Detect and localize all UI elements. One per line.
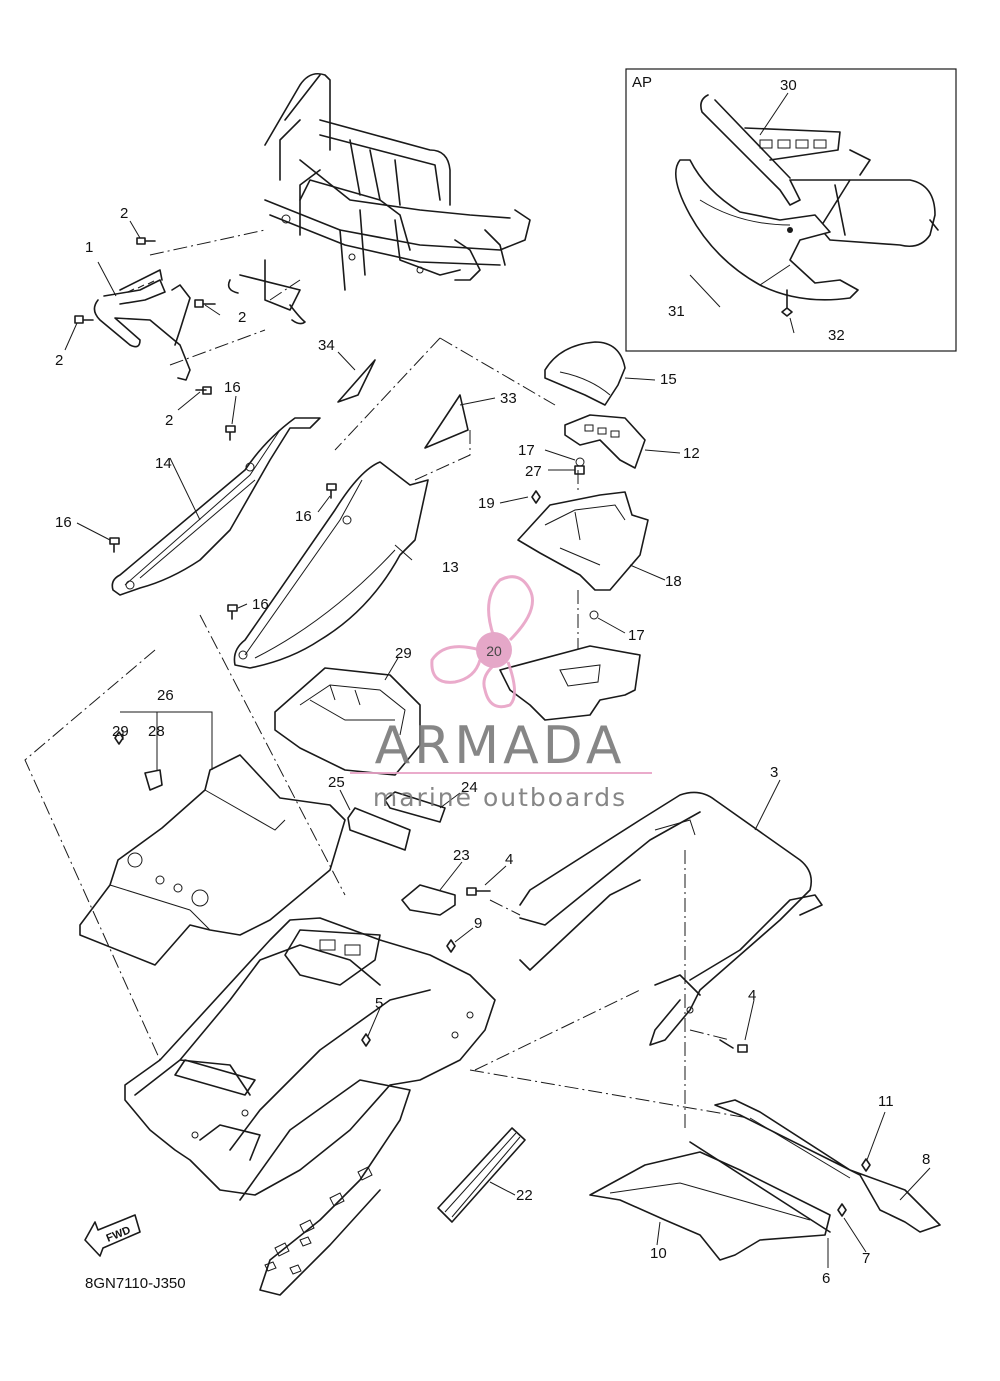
part-21-tread: [437, 1127, 526, 1223]
part-23: [384, 791, 446, 823]
callout-12: 12: [683, 445, 700, 462]
part-10-panel: [714, 1099, 941, 1233]
callout-24: 25: [328, 774, 345, 791]
callout-25: 27: [525, 463, 542, 480]
watermark-tagline: marine outboards: [373, 783, 627, 812]
part-17b: [589, 610, 599, 620]
part-4b: [719, 1039, 748, 1053]
part-1-grab-bar: [93, 269, 191, 381]
drawing-code: 8GN7110-J350: [85, 1275, 186, 1292]
callout-6: 6: [822, 1270, 830, 1287]
inset-ap: AP 30 31 32: [625, 68, 957, 352]
part-26-skid-plate: [79, 754, 346, 966]
callout-23: 24: [461, 779, 478, 796]
callout-5: 5: [375, 995, 383, 1012]
callout-1: 1: [85, 239, 93, 256]
callout-7: 7: [862, 1250, 870, 1267]
main-frame-assembly: [227, 72, 531, 325]
callout-13: 13: [442, 559, 459, 576]
bolts-2: [74, 237, 216, 395]
part-19: [531, 490, 541, 504]
callout-15: 15: [660, 371, 677, 388]
part-6-strip: [689, 1141, 831, 1233]
part-7: [837, 1203, 847, 1217]
callout-22: 23: [453, 847, 470, 864]
callout-16c: 16: [295, 508, 312, 525]
callout-16b: 16: [55, 514, 72, 531]
part-9: [446, 939, 456, 953]
part-17a: [575, 457, 585, 467]
callout-11: 11: [878, 1093, 894, 1110]
watermark-brand: ARMADA: [375, 716, 626, 776]
callout-14: 14: [155, 455, 172, 472]
callout-30: 33: [500, 390, 517, 407]
callout-17b: 17: [628, 627, 645, 644]
part-33-cover: [674, 159, 859, 301]
part-27: [144, 769, 163, 791]
callout-18: 18: [665, 573, 682, 590]
callout-4b: 4: [748, 987, 756, 1004]
part-5: [361, 1033, 371, 1047]
part-11: [861, 1158, 871, 1172]
callout-16d: 16: [252, 596, 269, 613]
callout-16a: 16: [224, 379, 241, 396]
callout-4a: 4: [505, 851, 513, 868]
part-29-box: [274, 667, 421, 776]
fwd-arrow: FWD: [84, 1214, 141, 1257]
callout-2a: 2: [120, 205, 128, 222]
part-15-cap: [544, 341, 626, 406]
part-20-mat: [499, 645, 641, 721]
callout-3: 3: [770, 764, 778, 781]
callout-20: 20: [486, 643, 502, 659]
callout-33: 31: [668, 303, 685, 320]
callout-2c: 2: [238, 309, 246, 326]
callout-17a: 17: [518, 442, 535, 459]
callout-8: 10: [650, 1245, 667, 1262]
part-32-rear-rail: [700, 94, 939, 248]
part-24: [347, 807, 411, 851]
part-8-lower-cover: [589, 1151, 831, 1261]
part-18-tray: [517, 491, 649, 591]
part-13-side-panel: [233, 461, 429, 669]
callout-28: 29: [112, 723, 129, 740]
clips-16: [109, 425, 337, 620]
callout-2b: 2: [55, 352, 63, 369]
callout-21: 22: [516, 1187, 533, 1204]
callout-19: 19: [478, 495, 495, 512]
part-25: [574, 465, 585, 475]
inset-label: AP: [632, 74, 652, 91]
callout-10: 8: [922, 1151, 930, 1168]
callout-26: 26: [157, 687, 174, 704]
lower-chassis: [124, 917, 496, 1296]
callout-29: 29: [395, 645, 412, 662]
part-12-bracket: [564, 414, 646, 469]
part-30: [424, 394, 469, 449]
armada-watermark: 20 ARMADA marine outboards: [350, 575, 652, 812]
callout-34: 32: [828, 327, 845, 344]
callout-2d: 2: [165, 412, 173, 429]
part-31: [337, 359, 376, 403]
callout-32: 30: [780, 77, 797, 94]
part-34-screw: [781, 289, 793, 317]
callout-9: 9: [474, 915, 482, 932]
part-3-rear-rail: [519, 791, 823, 1046]
part-4a: [466, 887, 491, 896]
callout-27: 28: [148, 723, 165, 740]
part-22: [401, 884, 456, 916]
part-14-side-panel: [111, 417, 321, 596]
propeller-logo-icon: [430, 575, 534, 709]
logo-hub: [476, 632, 512, 668]
callout-31: 34: [318, 337, 335, 354]
